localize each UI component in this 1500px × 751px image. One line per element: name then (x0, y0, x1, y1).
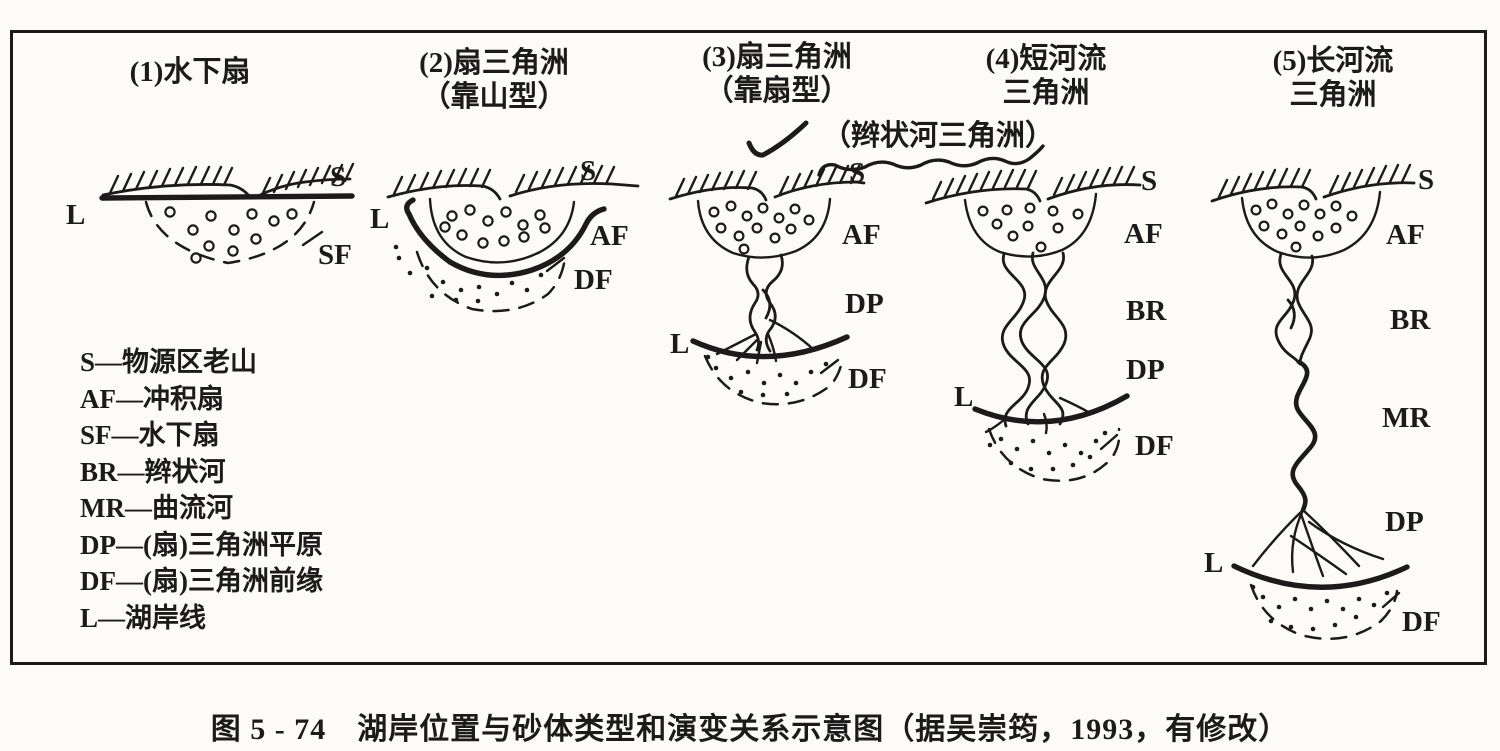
sf-leader-line (301, 230, 324, 247)
label-l: L (370, 203, 389, 235)
label-l: L (670, 328, 689, 360)
label-df: DF (1402, 606, 1441, 638)
mountain-hachure (386, 164, 640, 201)
meandering-channel (1290, 359, 1318, 513)
shoreline-line (972, 393, 1130, 425)
panel-title-3-line2: （靠扇型） (704, 75, 850, 107)
figure-caption: 图 5 - 74 湖岸位置与砂体类型和演变关系示意图（据吴崇筠，1993，有修改… (210, 713, 1290, 746)
label-af: AF (1124, 218, 1163, 250)
fan-gravel-circles (1250, 198, 1358, 253)
braided-channel (1000, 251, 1068, 428)
shoreline-line (404, 197, 607, 279)
delta-front-dashed-outline (703, 354, 844, 406)
delta-front-dots (393, 244, 544, 304)
panel-title-2-line1: (2)扇三角洲 (419, 47, 569, 79)
legend-item-l: L—湖岸线 (80, 602, 207, 633)
panel-title-4-line1: (4)短河流 (985, 43, 1107, 75)
annotation-braided-river-delta: （辫状河三角洲） (822, 120, 1055, 152)
panel-title-1: (1)水下扇 (130, 55, 251, 89)
panel-4-short-river-delta: S AF BR DP L DF (924, 165, 1174, 483)
df-leader-line (1099, 433, 1119, 451)
label-br: BR (1390, 304, 1431, 336)
label-s: S (330, 161, 346, 193)
distributary-channels (1251, 508, 1385, 578)
delta-front-dashed-outline (987, 427, 1121, 483)
fan-gravel-circles (708, 200, 815, 255)
panel-title-4-line2: 三角洲 (1002, 77, 1090, 109)
panel-title-5: (5)长河流 三角洲 (1273, 44, 1394, 112)
label-l: L (954, 381, 973, 413)
df-leader-line (1381, 591, 1401, 609)
fan-gravel-circles (977, 202, 1084, 253)
legend-item-af: AF—冲积扇 (80, 383, 224, 414)
shoreline-line (99, 193, 355, 201)
annotation-marks (746, 120, 1045, 177)
delta-front-dashed-outline (415, 250, 567, 313)
legend-item-dp: DP—(扇)三角洲平原 (80, 529, 323, 560)
braided-channel (1274, 252, 1315, 366)
panel-title-2-line2: （靠山型） (421, 81, 567, 113)
legend: S—物源区老山 AF—冲积扇 SF—水下扇 BR—辫状河 MR—曲流河 DP—(… (80, 344, 323, 636)
label-s: S (849, 157, 865, 189)
df-leader-line (545, 256, 566, 273)
delta-front-dots (987, 430, 1108, 472)
panel-5-long-river-delta: S AF BR MR DP L DF (1204, 163, 1441, 641)
label-dp: DP (845, 288, 884, 320)
legend-item-sf: SF—水下扇 (80, 420, 220, 450)
label-l: L (1204, 547, 1223, 579)
label-df: DF (574, 264, 613, 296)
panel-2-fan-delta-mountain: S L AF DF (370, 155, 640, 313)
mountain-hachure (668, 164, 866, 202)
fan-gravel-circles (439, 204, 551, 249)
delta-front-dashed-outline (1249, 583, 1399, 641)
shoreline-line (690, 334, 850, 360)
label-af: AF (1386, 219, 1425, 251)
label-df: DF (848, 363, 887, 395)
label-mr: MR (1382, 402, 1431, 434)
legend-item-br: BR—辫状河 (80, 456, 226, 487)
figure-border-box (10, 30, 1487, 665)
mountain-hachure (1210, 163, 1416, 203)
legend-item-s: S—物源区老山 (80, 347, 258, 377)
panel-title-3-line1: (3)扇三角洲 (702, 41, 852, 73)
label-af: AF (590, 220, 629, 252)
alluvial-fan-outline (696, 197, 832, 259)
shoreline-line (1231, 563, 1410, 590)
delta-front-dots (705, 354, 829, 398)
label-sf: SF (318, 239, 352, 271)
df-leader-line (819, 358, 840, 375)
legend-item-mr: MR—曲流河 (80, 493, 233, 523)
label-s: S (580, 155, 596, 187)
label-br: BR (1126, 295, 1167, 327)
label-s: S (1418, 164, 1434, 196)
panel-1-underwater-fan: S L SF (66, 161, 355, 271)
label-df: DF (1135, 430, 1174, 462)
mountain-hachure (101, 162, 355, 199)
panel-title-2: (2)扇三角洲 （靠山型） (419, 46, 569, 114)
label-s: S (1141, 165, 1157, 197)
delta-front-dots (1250, 584, 1390, 632)
legend-item-df: DF—(扇)三角洲前缘 (80, 566, 323, 596)
panel-3-fan-delta-fan: S AF DP L DF (668, 157, 887, 406)
label-dp: DP (1126, 354, 1165, 386)
panel-title-5-line1: (5)长河流 (1272, 45, 1394, 77)
panel-title-3: (3)扇三角洲 （靠扇型） (702, 40, 852, 108)
label-af: AF (842, 219, 881, 251)
panel-title-5-line2: 三角洲 (1289, 79, 1377, 111)
panel-title-1-line1: (1)水下扇 (129, 56, 251, 88)
alluvial-fan-outline (1240, 190, 1382, 259)
label-dp: DP (1385, 506, 1424, 538)
sublacustrine-fan-outline (144, 200, 316, 265)
fan-gravel-circles (164, 206, 298, 264)
braided-channel (745, 253, 784, 353)
mountain-hachure (924, 165, 1142, 205)
wavy-brace-line (817, 144, 1045, 177)
checkmark-icon (746, 120, 809, 158)
alluvial-fan-outline (428, 197, 576, 264)
label-l: L (66, 199, 85, 231)
panel-title-4: (4)短河流 三角洲 (986, 42, 1107, 110)
